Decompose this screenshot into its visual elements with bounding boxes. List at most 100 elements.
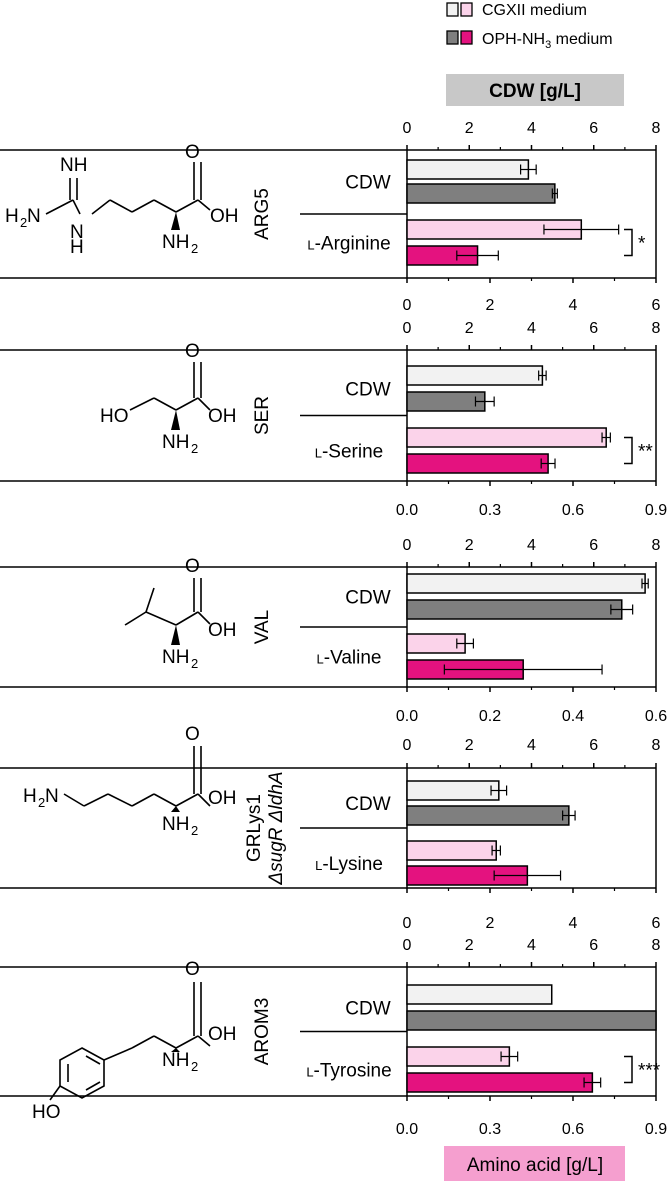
bar-cdw-oph: [406, 183, 556, 204]
cdw-tick-label: 6: [589, 937, 598, 954]
atom-label: N: [27, 206, 41, 227]
atom-label: OH: [210, 206, 239, 227]
aa-tick-label: 0.2: [479, 708, 501, 725]
aa-tick-label: 6: [652, 915, 661, 932]
bar-cdw-cgxii: [406, 365, 544, 386]
bar-cdw-oph: [406, 599, 623, 620]
cdw-tick-label: 4: [527, 537, 536, 554]
atom-label: O: [185, 959, 200, 980]
category-label-amino-acid: L-Valine: [317, 648, 382, 669]
category-label-cdw: CDW: [345, 173, 390, 194]
bar-aa-oph: [406, 453, 549, 474]
aa-tick-label: 0: [403, 297, 412, 314]
bar-aa-oph: [406, 1072, 594, 1093]
bar-cdw-cgxii: [406, 780, 500, 801]
aa-tick-label: 6: [652, 297, 661, 314]
atom-label: N: [45, 786, 59, 807]
cdw-tick-label: 6: [589, 537, 598, 554]
tyrosine-structure: [49, 982, 211, 1101]
atom-label: 2: [191, 441, 198, 456]
cdw-tick-label: 2: [465, 537, 474, 554]
category-label-cdw: CDW: [345, 794, 390, 815]
atom-label: NH: [162, 232, 189, 253]
atom-label: 2: [38, 795, 45, 810]
legend: CGXII medium OPH-NH3 medium: [446, 2, 613, 51]
atom-label: OH: [208, 620, 237, 641]
category-label-amino-acid: L-Arginine: [307, 234, 390, 255]
aa-tick-label: 4: [569, 915, 578, 932]
significance-marker: **: [638, 442, 653, 463]
legend-swatch-cgxii-aa: [460, 2, 473, 17]
category-label-cdw: CDW: [345, 999, 390, 1020]
aa-tick-label: 0.9: [645, 502, 667, 519]
cdw-tick-label: 8: [652, 120, 661, 137]
legend-label-cgxii: CGXII medium: [482, 2, 587, 19]
cdw-tick-label: 4: [527, 320, 536, 337]
bar-cdw-oph: [406, 805, 570, 826]
atom-label: O: [185, 341, 200, 362]
cdw-tick-label: 6: [589, 320, 598, 337]
cdw-tick-label: 2: [465, 937, 474, 954]
atom-label: 2: [191, 823, 198, 838]
significance-marker: *: [638, 234, 646, 255]
cdw-tick-label: 6: [589, 737, 598, 754]
aa-tick-label: 0.3: [479, 502, 501, 519]
arginine-structure: [45, 162, 211, 230]
cdw-tick-label: 8: [652, 737, 661, 754]
atom-label: NH: [60, 155, 87, 176]
category-label-cdw: CDW: [345, 380, 390, 401]
valine-structure: [124, 578, 211, 645]
cdw-tick-label: 4: [527, 120, 536, 137]
cdw-tick-label: 0: [403, 737, 412, 754]
bar-cdw-oph: [406, 1010, 657, 1031]
atom-label: HO: [100, 406, 129, 427]
cdw-tick-label: 0: [403, 320, 412, 337]
category-label-amino-acid: L-Serine: [315, 442, 383, 463]
strain-label: GRLys1: [244, 794, 265, 862]
atom-label: OH: [208, 406, 237, 427]
bar-aa-cgxii: [406, 1046, 511, 1067]
aa-tick-label: 0.0: [396, 708, 418, 725]
atom-label: N: [70, 222, 84, 243]
cdw-tick-label: 0: [403, 537, 412, 554]
aa-tick-label: 0.0: [396, 1121, 418, 1138]
significance-bracket: [624, 436, 633, 465]
category-label-amino-acid: L-Lysine: [315, 854, 383, 875]
category-label-amino-acid: L-Tyrosine: [306, 1061, 391, 1082]
cdw-tick-label: 0: [403, 937, 412, 954]
atom-label: HO: [32, 1102, 61, 1123]
aa-tick-label: 0.4: [562, 708, 584, 725]
legend-swatch-oph-cdw: [446, 30, 459, 45]
strain-label: VAL: [252, 610, 273, 645]
bar-aa-cgxii: [406, 840, 497, 861]
atom-label: NH: [162, 1050, 189, 1071]
atom-label: H: [23, 786, 37, 807]
cdw-axis-header-bg: [446, 74, 624, 106]
aa-tick-label: 0.3: [479, 1121, 501, 1138]
cdw-tick-label: 8: [652, 320, 661, 337]
legend-swatch-oph-aa: [460, 30, 473, 45]
legend-label-oph: OPH-NH3 medium: [482, 31, 613, 51]
cdw-tick-label: 6: [589, 120, 598, 137]
atom-label: OH: [208, 788, 237, 809]
atom-label: OH: [208, 1024, 237, 1045]
atom-label: 2: [20, 215, 27, 230]
cdw-tick-label: 4: [527, 937, 536, 954]
strain-label: ARG5: [252, 188, 273, 240]
aa-tick-label: 0.0: [396, 502, 418, 519]
cdw-tick-label: 8: [652, 937, 661, 954]
cdw-tick-label: 2: [465, 120, 474, 137]
bar-aa-cgxii: [406, 427, 607, 448]
atom-label: NH: [162, 432, 189, 453]
atom-label: NH: [162, 647, 189, 668]
atom-label: NH: [162, 814, 189, 835]
